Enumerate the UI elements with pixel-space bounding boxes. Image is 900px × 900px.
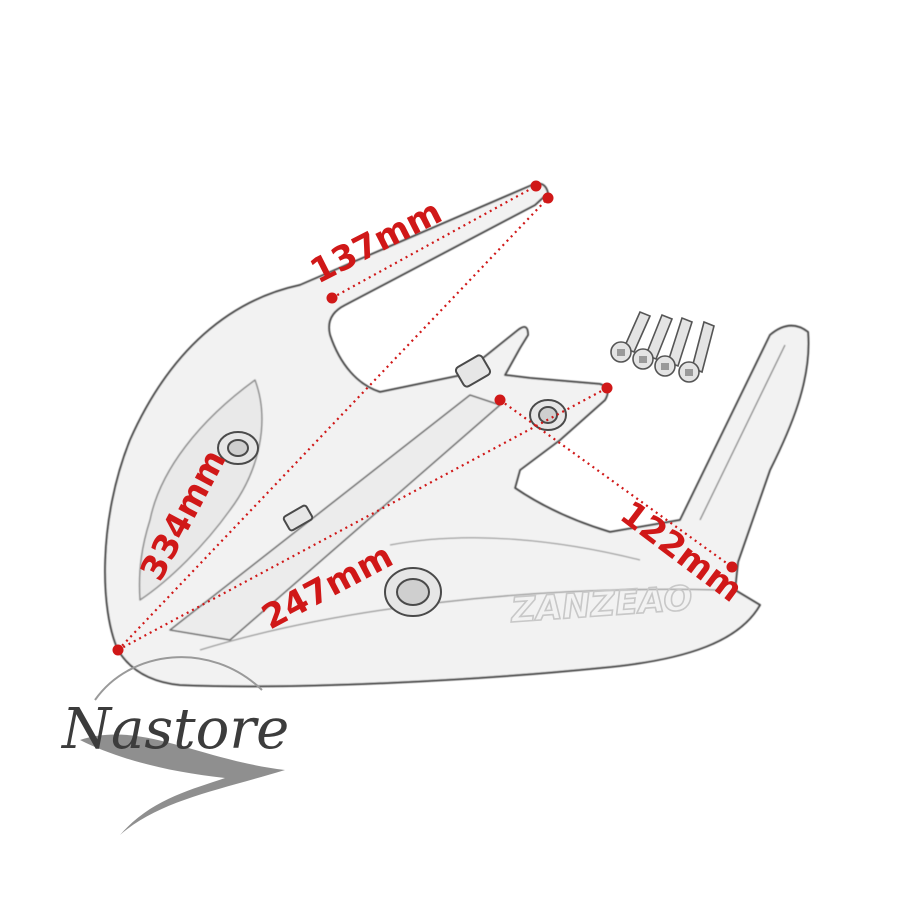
screw-4 xyxy=(678,320,715,383)
screw-set xyxy=(610,310,715,383)
brand-swoosh xyxy=(80,734,285,835)
brand-logo: Nastore xyxy=(60,656,289,835)
motorcycle-tail-part xyxy=(104,182,810,688)
mount-tab-upper xyxy=(454,354,492,388)
screw-3 xyxy=(654,316,693,377)
brand-arc xyxy=(94,656,263,701)
screw-1 xyxy=(610,310,652,363)
lower-curve xyxy=(389,537,641,561)
dim-line-247 xyxy=(117,387,608,651)
dim-point xyxy=(530,180,542,192)
screw-2 xyxy=(632,313,674,370)
dim-point xyxy=(601,382,613,394)
brand-name: Nastore xyxy=(60,697,289,762)
mount-tab-small xyxy=(282,504,314,532)
dim-point xyxy=(726,561,738,573)
dim-line-334 xyxy=(117,197,549,651)
mount-hole-left-inner xyxy=(227,439,249,457)
dim-line-137 xyxy=(331,185,537,299)
dim-point xyxy=(494,394,506,406)
dim-point xyxy=(542,192,554,204)
dimension-lines xyxy=(117,185,733,651)
dim-point xyxy=(326,292,338,304)
dimension-points xyxy=(112,180,738,656)
mount-holes xyxy=(217,354,567,617)
mount-hole-right-inner xyxy=(538,406,558,424)
mount-hole-center-inner xyxy=(396,578,430,606)
dim-point xyxy=(112,644,124,656)
right-arm-edge xyxy=(699,344,786,521)
